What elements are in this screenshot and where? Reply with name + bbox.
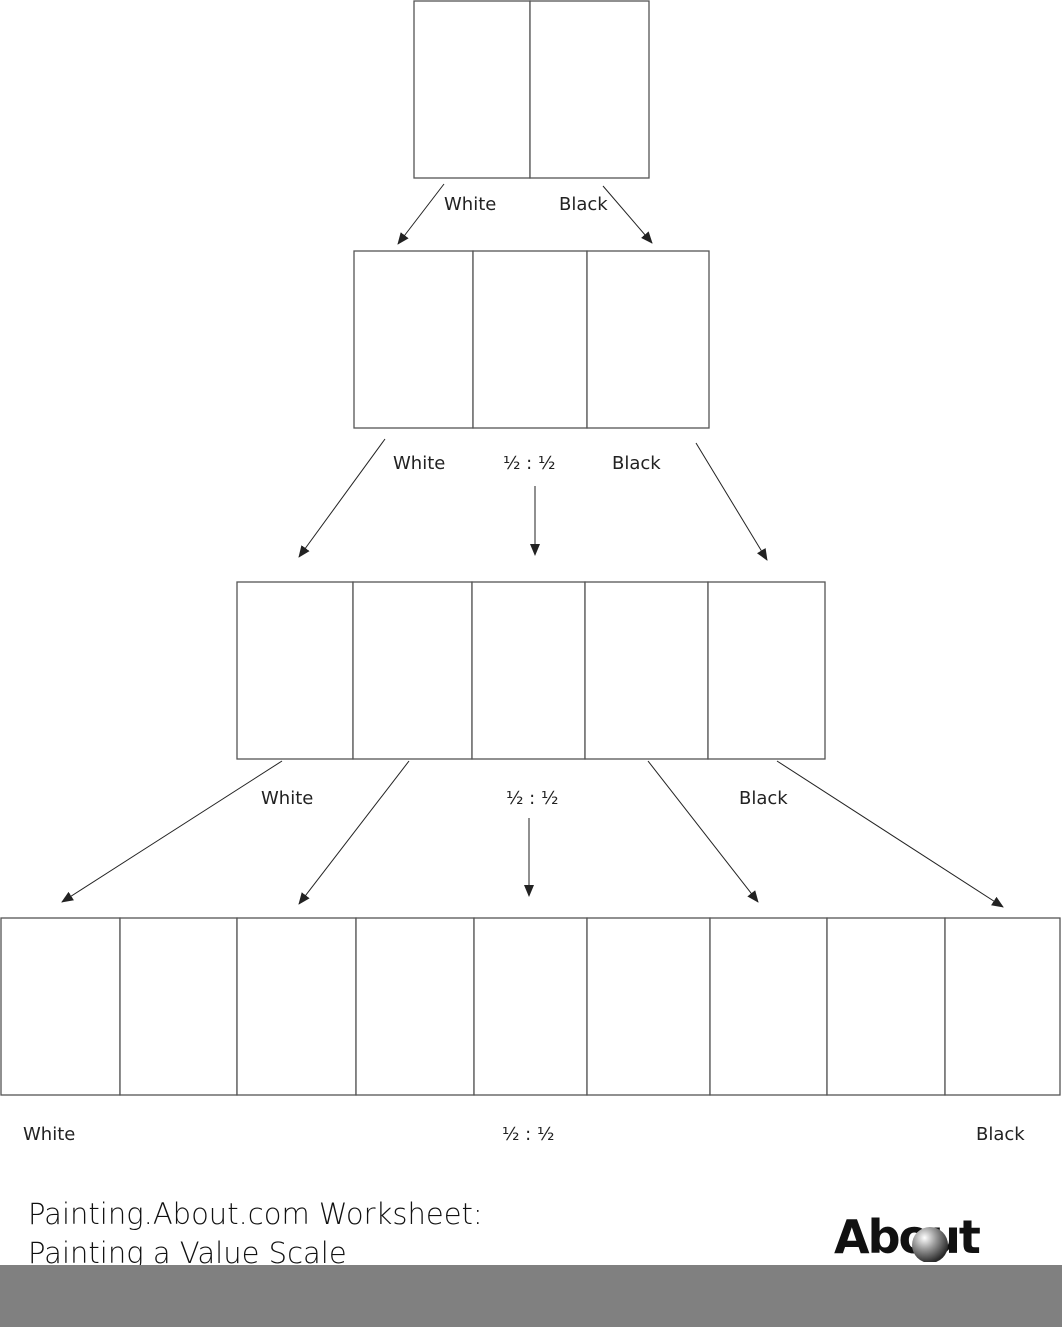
swatch [473, 917, 588, 1096]
swatch [826, 917, 946, 1096]
about-logo-text: About [834, 1212, 981, 1262]
arrow [602, 185, 653, 244]
swatch [586, 250, 710, 429]
row-3-label-half: ½ : ½ [506, 788, 558, 809]
swatch [119, 917, 238, 1096]
swatch [353, 250, 474, 429]
arrow [61, 760, 283, 903]
swatch [709, 917, 828, 1096]
arrow [298, 760, 410, 905]
swatch [236, 581, 354, 760]
swatch [352, 581, 473, 760]
swatch [584, 581, 709, 760]
arrow [298, 438, 386, 558]
swatch [236, 917, 357, 1096]
arrow [776, 760, 1004, 908]
about-logo: About [834, 1212, 1024, 1262]
row-3-label-black: Black [739, 788, 788, 809]
arrow [647, 760, 759, 903]
row-1-label-black: Black [559, 194, 608, 215]
swatch [586, 917, 711, 1096]
scale-row-2 [353, 250, 710, 429]
scale-row-1 [413, 0, 650, 179]
arrow [695, 442, 768, 561]
swatch [529, 0, 650, 179]
scale-row-3 [236, 581, 826, 760]
swatch [0, 917, 121, 1096]
row-4-label-half: ½ : ½ [502, 1124, 554, 1145]
swatch [355, 917, 475, 1096]
swatch [471, 581, 586, 760]
worksheet-title-line-1: Painting.About.com Worksheet: [28, 1197, 483, 1231]
row-4-label-white: White [23, 1124, 75, 1145]
swatch [944, 917, 1061, 1096]
scale-row-4 [0, 917, 1061, 1096]
row-2-label-black: Black [612, 453, 661, 474]
row-2-label-half: ½ : ½ [503, 453, 555, 474]
footer-band [0, 1265, 1062, 1327]
swatch [413, 0, 531, 179]
row-2-label-white: White [393, 453, 445, 474]
value-scale-diagram: White Black White ½ : ½ Black White ½ : … [0, 0, 1061, 1265]
arrow [397, 183, 445, 245]
row-4-label-black: Black [976, 1124, 1025, 1145]
worksheet-title-line-2: Painting a Value Scale [28, 1236, 347, 1265]
row-3-label-white: White [261, 788, 313, 809]
swatch [472, 250, 588, 429]
row-1-label-white: White [444, 194, 496, 215]
swatch [707, 581, 826, 760]
sphere-icon [912, 1227, 948, 1262]
